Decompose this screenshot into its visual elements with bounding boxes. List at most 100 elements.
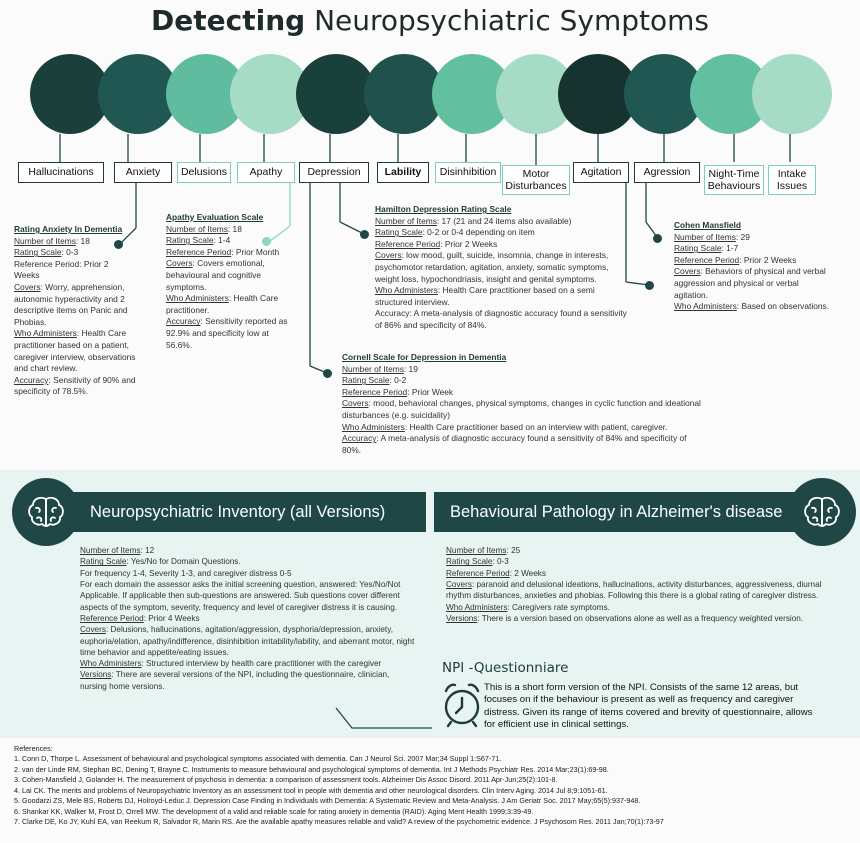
field-key: Rating Scale [375,227,423,238]
symptom-circle [98,54,178,134]
field-key: Covers [166,258,193,269]
field-key: Covers [674,266,701,277]
field-key: Rating Scale [674,243,722,254]
field-value: : 12 [140,546,155,555]
field-key: Versions [446,613,478,623]
field-value: : 1-7 [721,243,739,254]
label-intake-issues: Intake Issues [768,165,816,195]
field-value: : Health Care practitioner based on an i… [404,421,668,432]
field-value: : paranoid and delusional ideations, hal… [446,579,822,601]
apathy-title: Apathy Evaluation Scale [166,212,264,222]
field-value: : Sensitivity reported as 92.9% and spec… [166,316,288,350]
connector-dot [653,234,662,243]
field-value: : Worry, apprehension, autonomic hyperac… [14,281,128,327]
field-key: Number of Items [342,363,404,374]
field-value: : 2 Weeks [509,568,546,578]
label-hallucinations: Hallucinations [18,162,104,183]
field-value: For each domain the assessor asks the in… [80,579,401,612]
field-key: Number of Items [375,215,437,226]
field-value: : Caregivers rate symptoms. [507,602,610,612]
field-key: Covers [80,625,106,635]
field-value: : 0-3 [492,557,509,567]
label-depression: Depression [299,162,369,183]
field-value: : Covers emotional, behavioural and cogn… [166,258,265,292]
field-value: : Sensitivity of 90% and specificity of … [14,374,136,397]
connector-lines [59,134,791,374]
field-value: : A meta-analysis of diagnostic accuracy… [342,433,687,455]
field-value: : Prior Week [407,386,454,397]
field-value: : 19 [403,363,418,374]
field-key: Number of Items [446,546,507,555]
field-value: : 25 [506,546,521,555]
references-heading: References: [14,744,53,753]
field-value: : Prior Month [231,246,280,257]
npi-banner: Neuropsychiatric Inventory (all Versions… [14,492,426,532]
label-agitation: Agitation [573,162,629,183]
field-value: : Prior 2 Weeks [739,254,797,265]
field-value: For frequency 1-4, Severity 1-3, and car… [80,568,292,578]
field-value: : Health Care practitioner. [166,293,279,315]
behave-banner: Behavioural Pathology in Alzheimer's dis… [434,492,826,532]
reference-item: 4. Lai CK. The merits and problems of Ne… [14,785,608,795]
label-disinhibition: Disinhibition [435,162,501,183]
field-value: Reference Period: Prior 2 Weeks [14,258,109,281]
label-apathy: Apathy [237,162,295,183]
brain-icon [28,496,64,527]
behave-block: Number of Items: 25 Rating Scale: 0-3 Re… [446,545,832,624]
brain-icon [804,496,840,527]
field-key: Who Administers [14,328,77,339]
field-key: Reference Period [166,246,232,257]
field-value: : 18 [227,223,242,234]
field-key: Rating Scale [14,247,62,258]
field-value: : 0-3 [61,247,79,258]
alarm-clock-icon [444,683,480,728]
field-value: : low mood, guilt, suicide, insomnia, ch… [375,250,609,284]
field-key: Rating Scale [342,375,390,386]
field-key: Reference Period [446,568,510,578]
field-key: Reference Period [375,238,441,249]
field-key: Accuracy [14,374,49,385]
field-key: Covers [446,579,472,589]
npi-banner-title: Neuropsychiatric Inventory (all Versions… [90,502,386,521]
field-value: : Health Care practitioner based on a se… [375,285,595,307]
cohen-title: Cohen Mansfield [674,220,742,230]
label-motor-disturbances: Motor Disturbances [502,165,570,195]
reference-item: 6. Shankar KK, Walker M, Frost D, Orrell… [14,806,534,816]
anxiety-block: Rating Anxiety In Dementia Number of Ite… [14,224,136,398]
apathy-block: Apathy Evaluation Scale Number of Items:… [166,212,290,351]
symptom-circle [30,54,110,134]
cornell-title: Cornell Scale for Depression in Dementia [342,352,507,362]
anxiety-title: Rating Anxiety In Dementia [14,224,123,234]
field-key: Reference Period [80,613,144,623]
label-lability: Lability [377,162,429,183]
field-value: : 17 (21 and 24 items also available) [436,215,572,226]
field-key: Accuracy [342,433,377,444]
connector-dot [262,237,271,246]
field-value: : 1-4 [213,235,231,246]
connector-dot [360,230,369,239]
field-key: Covers [342,398,369,409]
reference-item: 1. Conn D, Thorpe L. Assessment of behav… [14,754,502,764]
field-key: Who Administers [166,293,229,304]
label-delusions: Delusions [177,162,231,183]
symptom-circle [364,54,444,134]
symptom-circle [752,54,832,134]
field-value: : There is a version based on observatio… [477,613,804,623]
field-value: : mood, behavioral changes, physical sym… [342,398,701,420]
field-value: : Structured interview by health care pr… [141,659,382,669]
page-title: Detecting Neuropsychiatric Symptoms [0,4,860,37]
field-value: : Prior 2 Weeks [440,238,498,249]
connector-dot [645,281,654,290]
field-value: : 18 [75,235,90,246]
field-value: : 0-2 or 0-4 depending on item [422,227,535,238]
reference-item: 3. Cohen-Mansfield J, Golander H. The me… [14,775,558,785]
field-value: : Based on observations. [736,301,830,312]
field-value: : Behaviors of physical and verbal aggre… [674,266,826,300]
field-key: Number of Items [166,223,228,234]
npiq-body: This is a short form version of the NPI.… [484,682,813,731]
cornell-block: Cornell Scale for Depression in Dementia… [342,352,702,456]
label-agression: Agression [634,162,700,183]
field-value: : 0-2 [389,375,407,386]
field-key: Rating Scale [166,235,214,246]
label-night-time-behaviours: Night-Time Behaviours [704,165,764,195]
